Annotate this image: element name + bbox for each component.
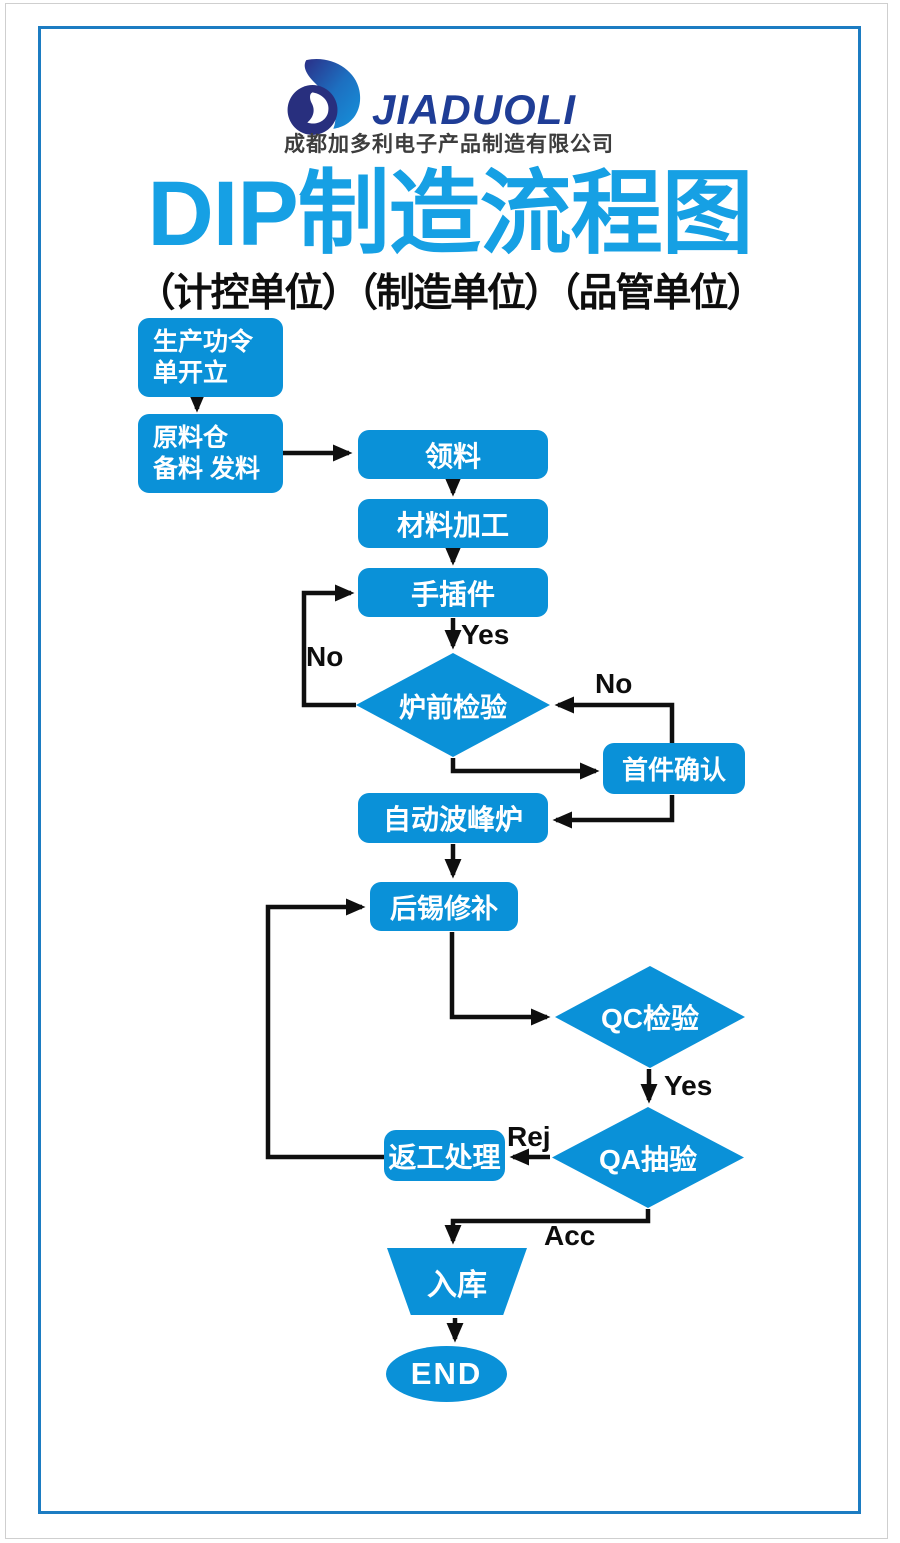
- poster-outer-edge: [5, 3, 888, 1539]
- edge-label-first-article-no: No: [595, 668, 633, 699]
- node-rework: 返工处理: [384, 1130, 505, 1181]
- node-material-prep: 原料仓 备料 发料: [138, 414, 283, 493]
- node-production-order-line1: 生产功令: [153, 327, 254, 356]
- edge-label-qa-rej: Rej: [507, 1121, 551, 1152]
- edge-label-qa-acc: Acc: [544, 1220, 596, 1251]
- poster-frame: [38, 26, 861, 1514]
- edge-label-qc-yes: Yes: [664, 1070, 713, 1101]
- node-auto-wave-solder: 自动波峰炉: [358, 793, 548, 843]
- jiaduoli-logo-icon: [287, 59, 361, 135]
- node-production-order: 生产功令 单开立: [138, 318, 283, 397]
- node-end: END: [386, 1346, 507, 1402]
- node-hand-insert: 手插件: [358, 568, 548, 617]
- node-production-order-line2: 单开立: [153, 358, 229, 387]
- node-material-prep-line2: 备料 发料: [153, 454, 260, 483]
- node-material-processing: 材料加工: [358, 499, 548, 548]
- node-first-article-confirmation: 首件确认: [603, 743, 745, 794]
- logo-wordmark: JIADUOLI: [372, 86, 577, 133]
- edge-label-pre-furnace-no: No: [306, 641, 344, 672]
- node-pick-material: 领料: [358, 430, 548, 479]
- node-material-prep-line1: 原料仓: [153, 423, 229, 452]
- edge-label-hand-insert-yes: Yes: [461, 619, 510, 650]
- node-post-solder-repair: 后锡修补: [370, 882, 518, 931]
- node-warehouse-in: 入库: [387, 1248, 527, 1315]
- page-title: DIP制造流程图: [147, 163, 753, 265]
- company-name: 成都加多利电子产品制造有限公司: [284, 133, 614, 156]
- page-subtitle: （计控单位）（制造单位）（品管单位）: [136, 272, 765, 315]
